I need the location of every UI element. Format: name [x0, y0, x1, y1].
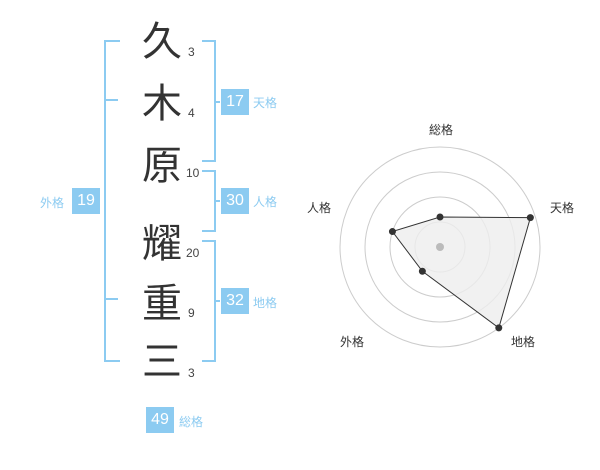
radar-label-soukaku: 総格	[428, 123, 453, 137]
gaikaku-tick	[104, 298, 118, 300]
radar-point-2	[526, 214, 534, 222]
soukaku-value: 49	[146, 407, 174, 433]
radar-label-jinkaku: 人格	[306, 201, 331, 215]
tenkaku-connector	[214, 101, 220, 103]
radar-label-tenkaku: 天格	[549, 201, 574, 215]
chikaku-value: 32	[221, 288, 249, 314]
name-char-4: 耀	[142, 221, 182, 267]
stroke-count-5: 9	[188, 306, 195, 320]
chikaku-connector	[214, 300, 220, 302]
stroke-count-6: 3	[188, 366, 195, 380]
radar-point-4	[418, 267, 426, 275]
gaikaku-value: 19	[72, 188, 100, 214]
radar-label-chikaku: 地格	[510, 335, 535, 349]
gaikaku-bracket	[104, 40, 120, 362]
stroke-count-3: 10	[186, 166, 200, 180]
name-char-5: 重	[142, 281, 182, 327]
radar-point-1	[436, 213, 444, 221]
soukaku-label: 総格	[179, 415, 204, 429]
name-char-3: 原	[142, 143, 182, 189]
radar-label-gaikaku: 外格	[339, 335, 364, 349]
stroke-count-1: 3	[188, 45, 195, 59]
jinkaku-value: 30	[221, 188, 249, 214]
gaikaku-tick	[104, 99, 118, 101]
tenkaku-value: 17	[221, 89, 249, 115]
name-char-2: 木	[142, 81, 182, 127]
radar-area	[391, 216, 532, 329]
jinkaku-connector	[214, 200, 220, 202]
name-char-6: 三	[142, 339, 182, 385]
name-char-1: 久	[142, 19, 182, 65]
stroke-count-2: 4	[188, 106, 195, 120]
radar-ring	[339, 146, 541, 348]
stroke-count-4: 20	[186, 246, 200, 260]
chikaku-label: 地格	[253, 296, 278, 310]
gaikaku-label: 外格	[40, 196, 65, 210]
radar-center-dot	[436, 243, 444, 251]
radar-point-5	[388, 228, 396, 236]
tenkaku-label: 天格	[253, 96, 278, 110]
radar-point-3	[495, 324, 503, 332]
jinkaku-label: 人格	[253, 195, 278, 209]
